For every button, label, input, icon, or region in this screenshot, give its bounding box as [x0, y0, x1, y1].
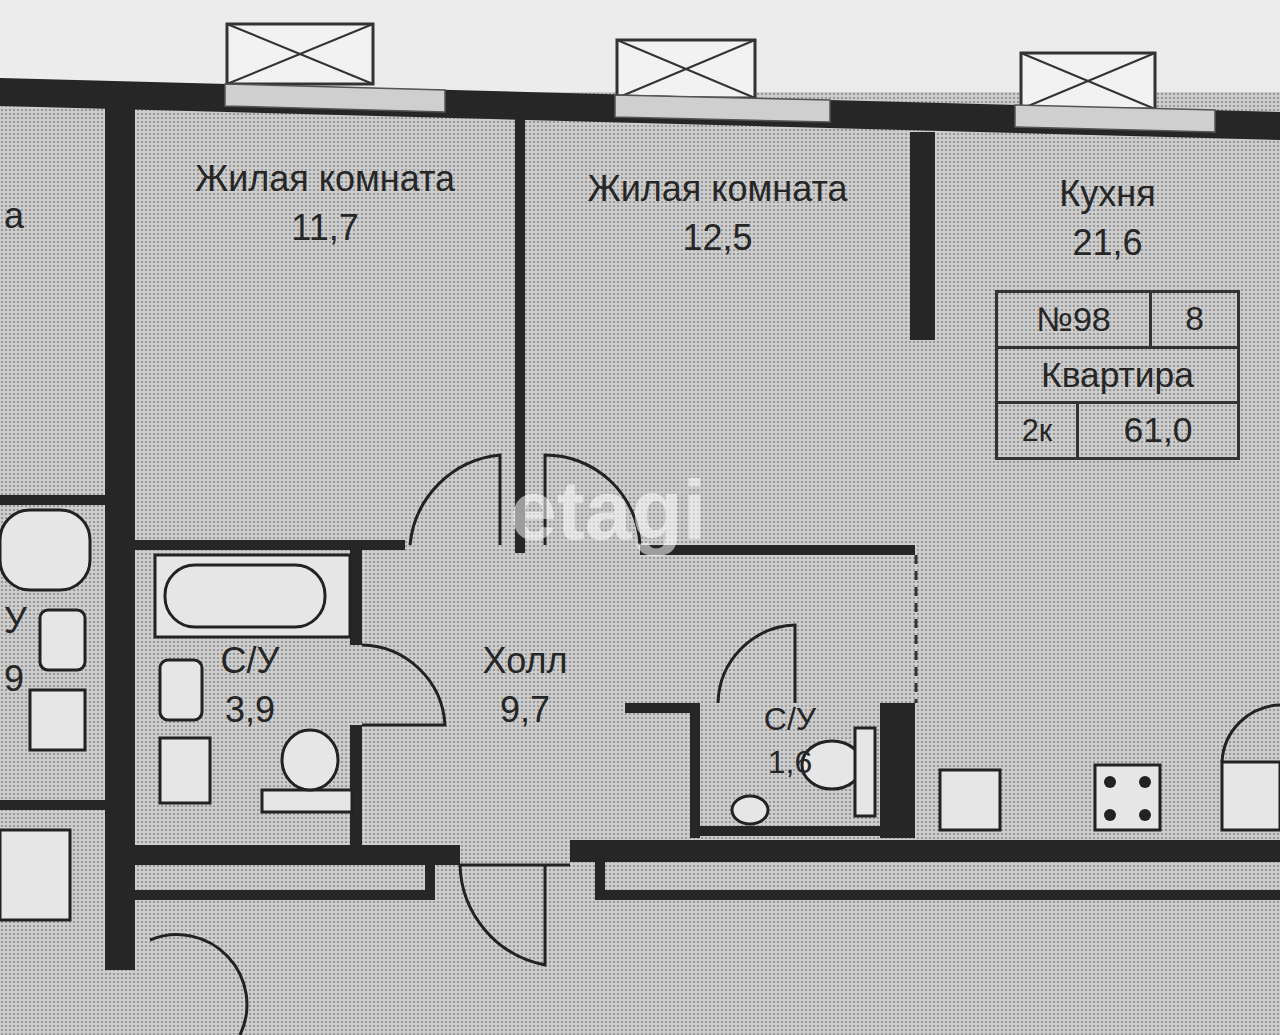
area-fragment: 9 — [4, 658, 24, 700]
table-row: №988 — [998, 293, 1237, 346]
room-name: Жилая комната — [195, 155, 455, 204]
room-name: С/У — [764, 698, 816, 741]
room-fragment: У — [4, 600, 27, 642]
table-cell: Квартира — [998, 349, 1237, 402]
room-fragment: а — [4, 195, 24, 237]
room-area-value: 11,7 — [291, 204, 358, 253]
room-area-value: 1,6 — [768, 741, 812, 784]
table-row: 2к61,0 — [998, 401, 1237, 457]
room-name: Кухня — [1059, 170, 1155, 219]
room-area-value: 12,5 — [682, 214, 752, 263]
table-cell: 61,0 — [1076, 404, 1237, 457]
table-cell: 2к — [998, 404, 1076, 457]
room-area: Кухня21,6 №988Квартира2к61,0 — [935, 140, 1280, 830]
room-name: С/У — [221, 637, 280, 686]
apartment-info-table: №988Квартира2к61,0 — [995, 290, 1240, 460]
room-area-value: 3,9 — [225, 686, 275, 735]
room-area: С/У3,9 — [150, 550, 350, 790]
table-row: Квартира — [998, 346, 1237, 402]
table-cell: №98 — [998, 293, 1149, 346]
room-area: Холл9,7 — [370, 555, 680, 840]
room-area-value: 21,6 — [1072, 219, 1142, 268]
room-name: Жилая комната — [587, 165, 847, 214]
room-area-value: 9,7 — [500, 686, 550, 735]
room-area: Жилая комната11,7 — [135, 110, 515, 540]
watermark: etagi — [510, 462, 706, 559]
room-area: С/У1,6 — [700, 680, 880, 825]
table-cell: 8 — [1149, 293, 1237, 346]
room-name: Холл — [483, 637, 568, 686]
